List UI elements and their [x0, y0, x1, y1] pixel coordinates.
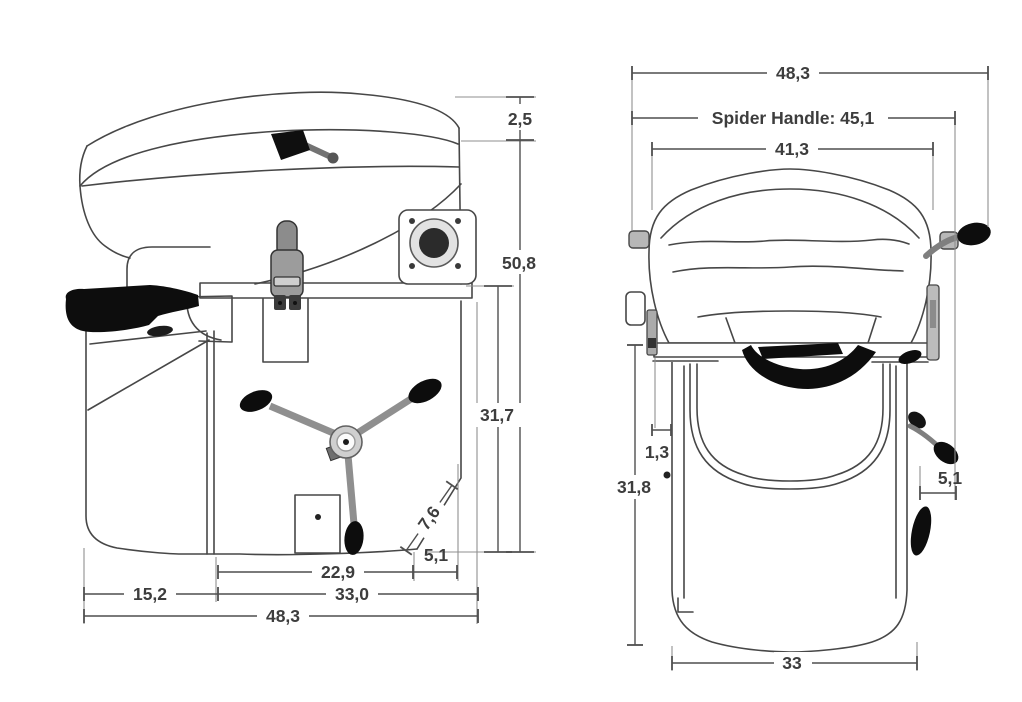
- seat-latch: [270, 220, 304, 310]
- dim-lid-height-label: 2,5: [508, 109, 533, 129]
- dim-seat-width: 41,3: [651, 138, 934, 160]
- dim-base-width-label: 33: [782, 653, 802, 673]
- side-view: 2,5 50,8 31,7 7,6: [65, 91, 545, 627]
- dim-bottle-depth: 15,2: [83, 583, 219, 605]
- front-spider-handle: [742, 343, 876, 389]
- bottle-handle: [65, 285, 233, 343]
- dim-side-gap-label: 1,3: [645, 442, 670, 462]
- spider-handle-knob-side: [933, 441, 959, 465]
- dim-overall-height-label: 50,8: [502, 253, 536, 273]
- dim-overall-width-label: 48,3: [776, 63, 810, 83]
- dim-overall-height: 50,8: [495, 140, 545, 553]
- fan-housing: [398, 209, 477, 285]
- dim-chamfer-depth: 5,1: [413, 545, 458, 579]
- dim-overall-depth-label: 48,3: [266, 606, 300, 626]
- hinge-rail: [199, 282, 473, 299]
- dim-spider-handle-width-label: Spider Handle: 45,1: [712, 108, 875, 128]
- spider-handle-knob-top: [957, 222, 991, 246]
- dim-spider-handle-width: Spider Handle: 45,1: [631, 107, 956, 129]
- side-dimensions: 2,5 50,8 31,7 7,6: [83, 96, 545, 627]
- dim-seat-base-depth-label: 22,9: [321, 562, 355, 582]
- vent-hole: [419, 228, 449, 258]
- front-view: 48,3 Spider Handle: 45,1 41,3 1,: [608, 62, 991, 674]
- dim-base-height-side-label: 31,7: [480, 405, 514, 425]
- dim-base-depth-label: 33,0: [335, 584, 369, 604]
- lid-handle: [271, 130, 339, 164]
- dim-seat-width-label: 41,3: [775, 139, 809, 159]
- side-extension-lines: [83, 96, 536, 624]
- front-base: [671, 362, 908, 653]
- dim-lid-height: 2,5: [503, 96, 537, 141]
- dim-base-height-front: 31,8: [608, 344, 660, 646]
- dim-seat-base-depth: 22,9: [217, 561, 414, 583]
- dim-side-gap: 1,3: [645, 424, 672, 462]
- dim-handle-offset: 5,1: [919, 468, 963, 500]
- side-seat-body: [78, 91, 473, 299]
- dim-base-height-front-label: 31,8: [617, 477, 651, 497]
- left-hinge-pin: [628, 230, 650, 249]
- dim-overall-width: 48,3: [631, 62, 989, 84]
- dim-base-depth: 33,0: [218, 583, 479, 605]
- dim-base-height-side: 31,7: [473, 285, 523, 553]
- front-right-hardware: [898, 222, 991, 556]
- dim-chamfer-depth-label: 5,1: [424, 545, 449, 565]
- dim-overall-depth: 48,3: [83, 605, 479, 627]
- front-seat-body: [628, 168, 959, 363]
- dim-bottle-depth-label: 15,2: [133, 584, 167, 604]
- side-base: [85, 297, 462, 556]
- dim-base-width: 33: [671, 652, 918, 674]
- dim-handle-offset-label: 5,1: [938, 468, 963, 488]
- mount-plate: [294, 494, 341, 554]
- front-left-latch: [625, 291, 671, 479]
- front-dimensions: 48,3 Spider Handle: 45,1 41,3 1,: [608, 62, 989, 674]
- spider-handle: [239, 378, 442, 555]
